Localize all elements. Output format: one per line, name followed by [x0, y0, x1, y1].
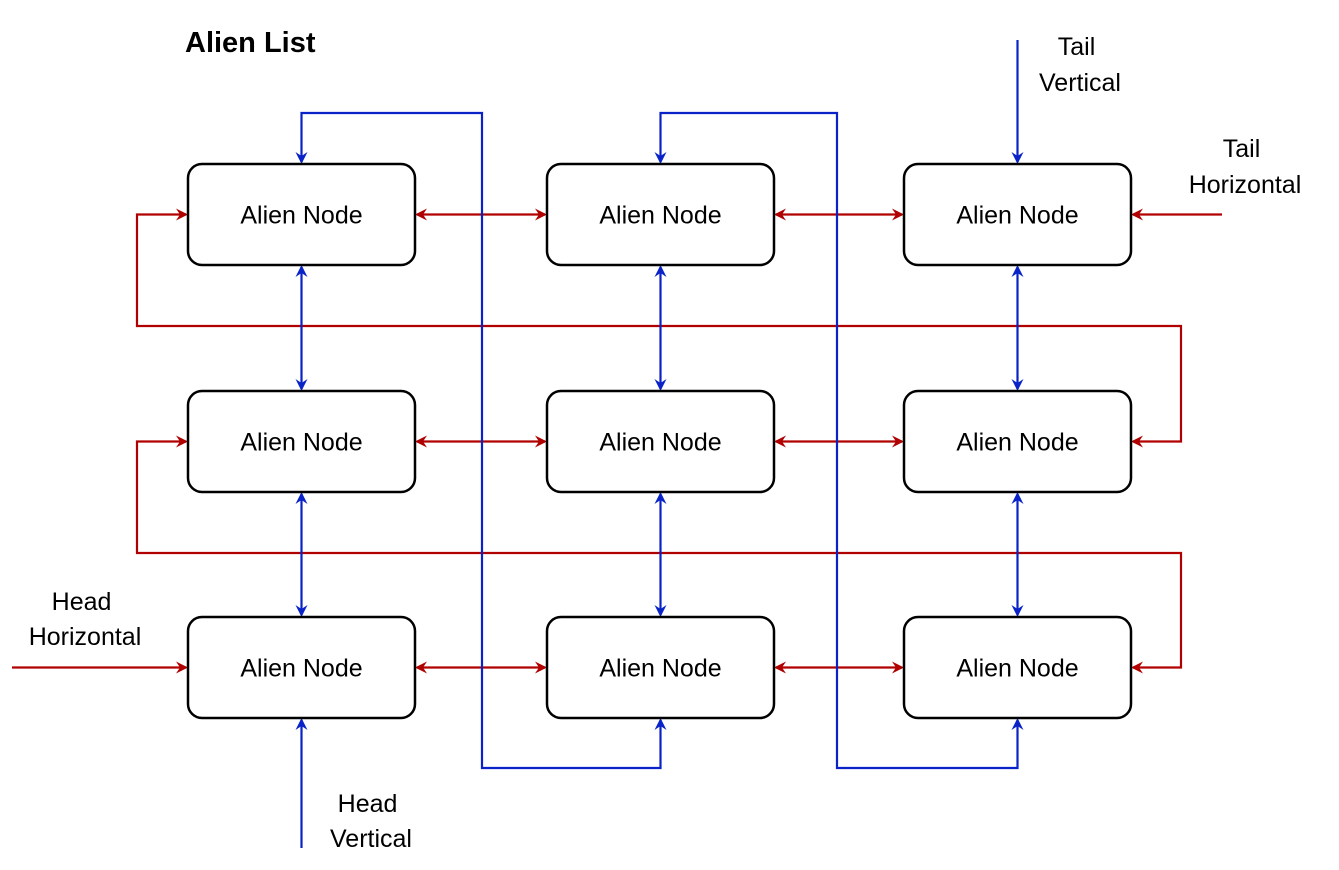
diagram-title: Alien List — [185, 27, 316, 59]
alien-node-label: Alien Node — [956, 655, 1078, 683]
alien-node-box — [902, 162, 1133, 267]
tail-horizontal-label: Tail Horizontal — [1189, 135, 1302, 199]
alien-node: Alien Node — [545, 615, 776, 720]
alien-node-label: Alien Node — [599, 655, 721, 683]
alien-node-label: Alien Node — [240, 429, 362, 457]
tail-vertical-label-line2: Vertical — [1039, 69, 1121, 97]
head-vertical-label-line2: Vertical — [330, 825, 412, 853]
vertical-links — [295, 40, 1024, 848]
alien-node-box — [186, 615, 417, 720]
vertical-wrap-link — [295, 111, 667, 770]
head-horizontal-label: Head Horizontal — [29, 588, 142, 651]
head-vertical-label-line1: Head — [338, 790, 398, 818]
alien-node: Alien Node — [902, 615, 1133, 720]
alien-node-label: Alien Node — [599, 202, 721, 230]
tail-horizontal-label-line1: Tail — [1223, 135, 1261, 163]
alien-node-box — [545, 162, 776, 267]
alien-node: Alien Node — [545, 162, 776, 267]
alien-node: Alien Node — [186, 389, 417, 494]
alien-node-label: Alien Node — [956, 429, 1078, 457]
alien-node-box — [186, 162, 417, 267]
head-vertical-label: Head Vertical — [330, 790, 412, 853]
alien-node: Alien Node — [902, 162, 1133, 267]
tail-vertical-label-line1: Tail — [1058, 33, 1096, 61]
alien-node-box — [902, 389, 1133, 494]
alien-node-label: Alien Node — [599, 429, 721, 457]
vertical-wrap-link — [654, 111, 1024, 770]
alien-node-label: Alien Node — [956, 202, 1078, 230]
head-horizontal-label-line2: Horizontal — [29, 623, 142, 651]
alien-node-box — [186, 389, 417, 494]
tail-vertical-label: Tail Vertical — [1039, 33, 1121, 97]
alien-node: Alien Node — [186, 162, 417, 267]
alien-node-label: Alien Node — [240, 202, 362, 230]
alien-node-box — [545, 389, 776, 494]
alien-node: Alien Node — [902, 389, 1133, 494]
tail-horizontal-label-line2: Horizontal — [1189, 171, 1302, 199]
alien-node-box — [545, 615, 776, 720]
alien-node-box — [902, 615, 1133, 720]
alien-node-label: Alien Node — [240, 655, 362, 683]
alien-node: Alien Node — [186, 615, 417, 720]
head-horizontal-label-line1: Head — [52, 588, 112, 616]
alien-node: Alien Node — [545, 389, 776, 494]
